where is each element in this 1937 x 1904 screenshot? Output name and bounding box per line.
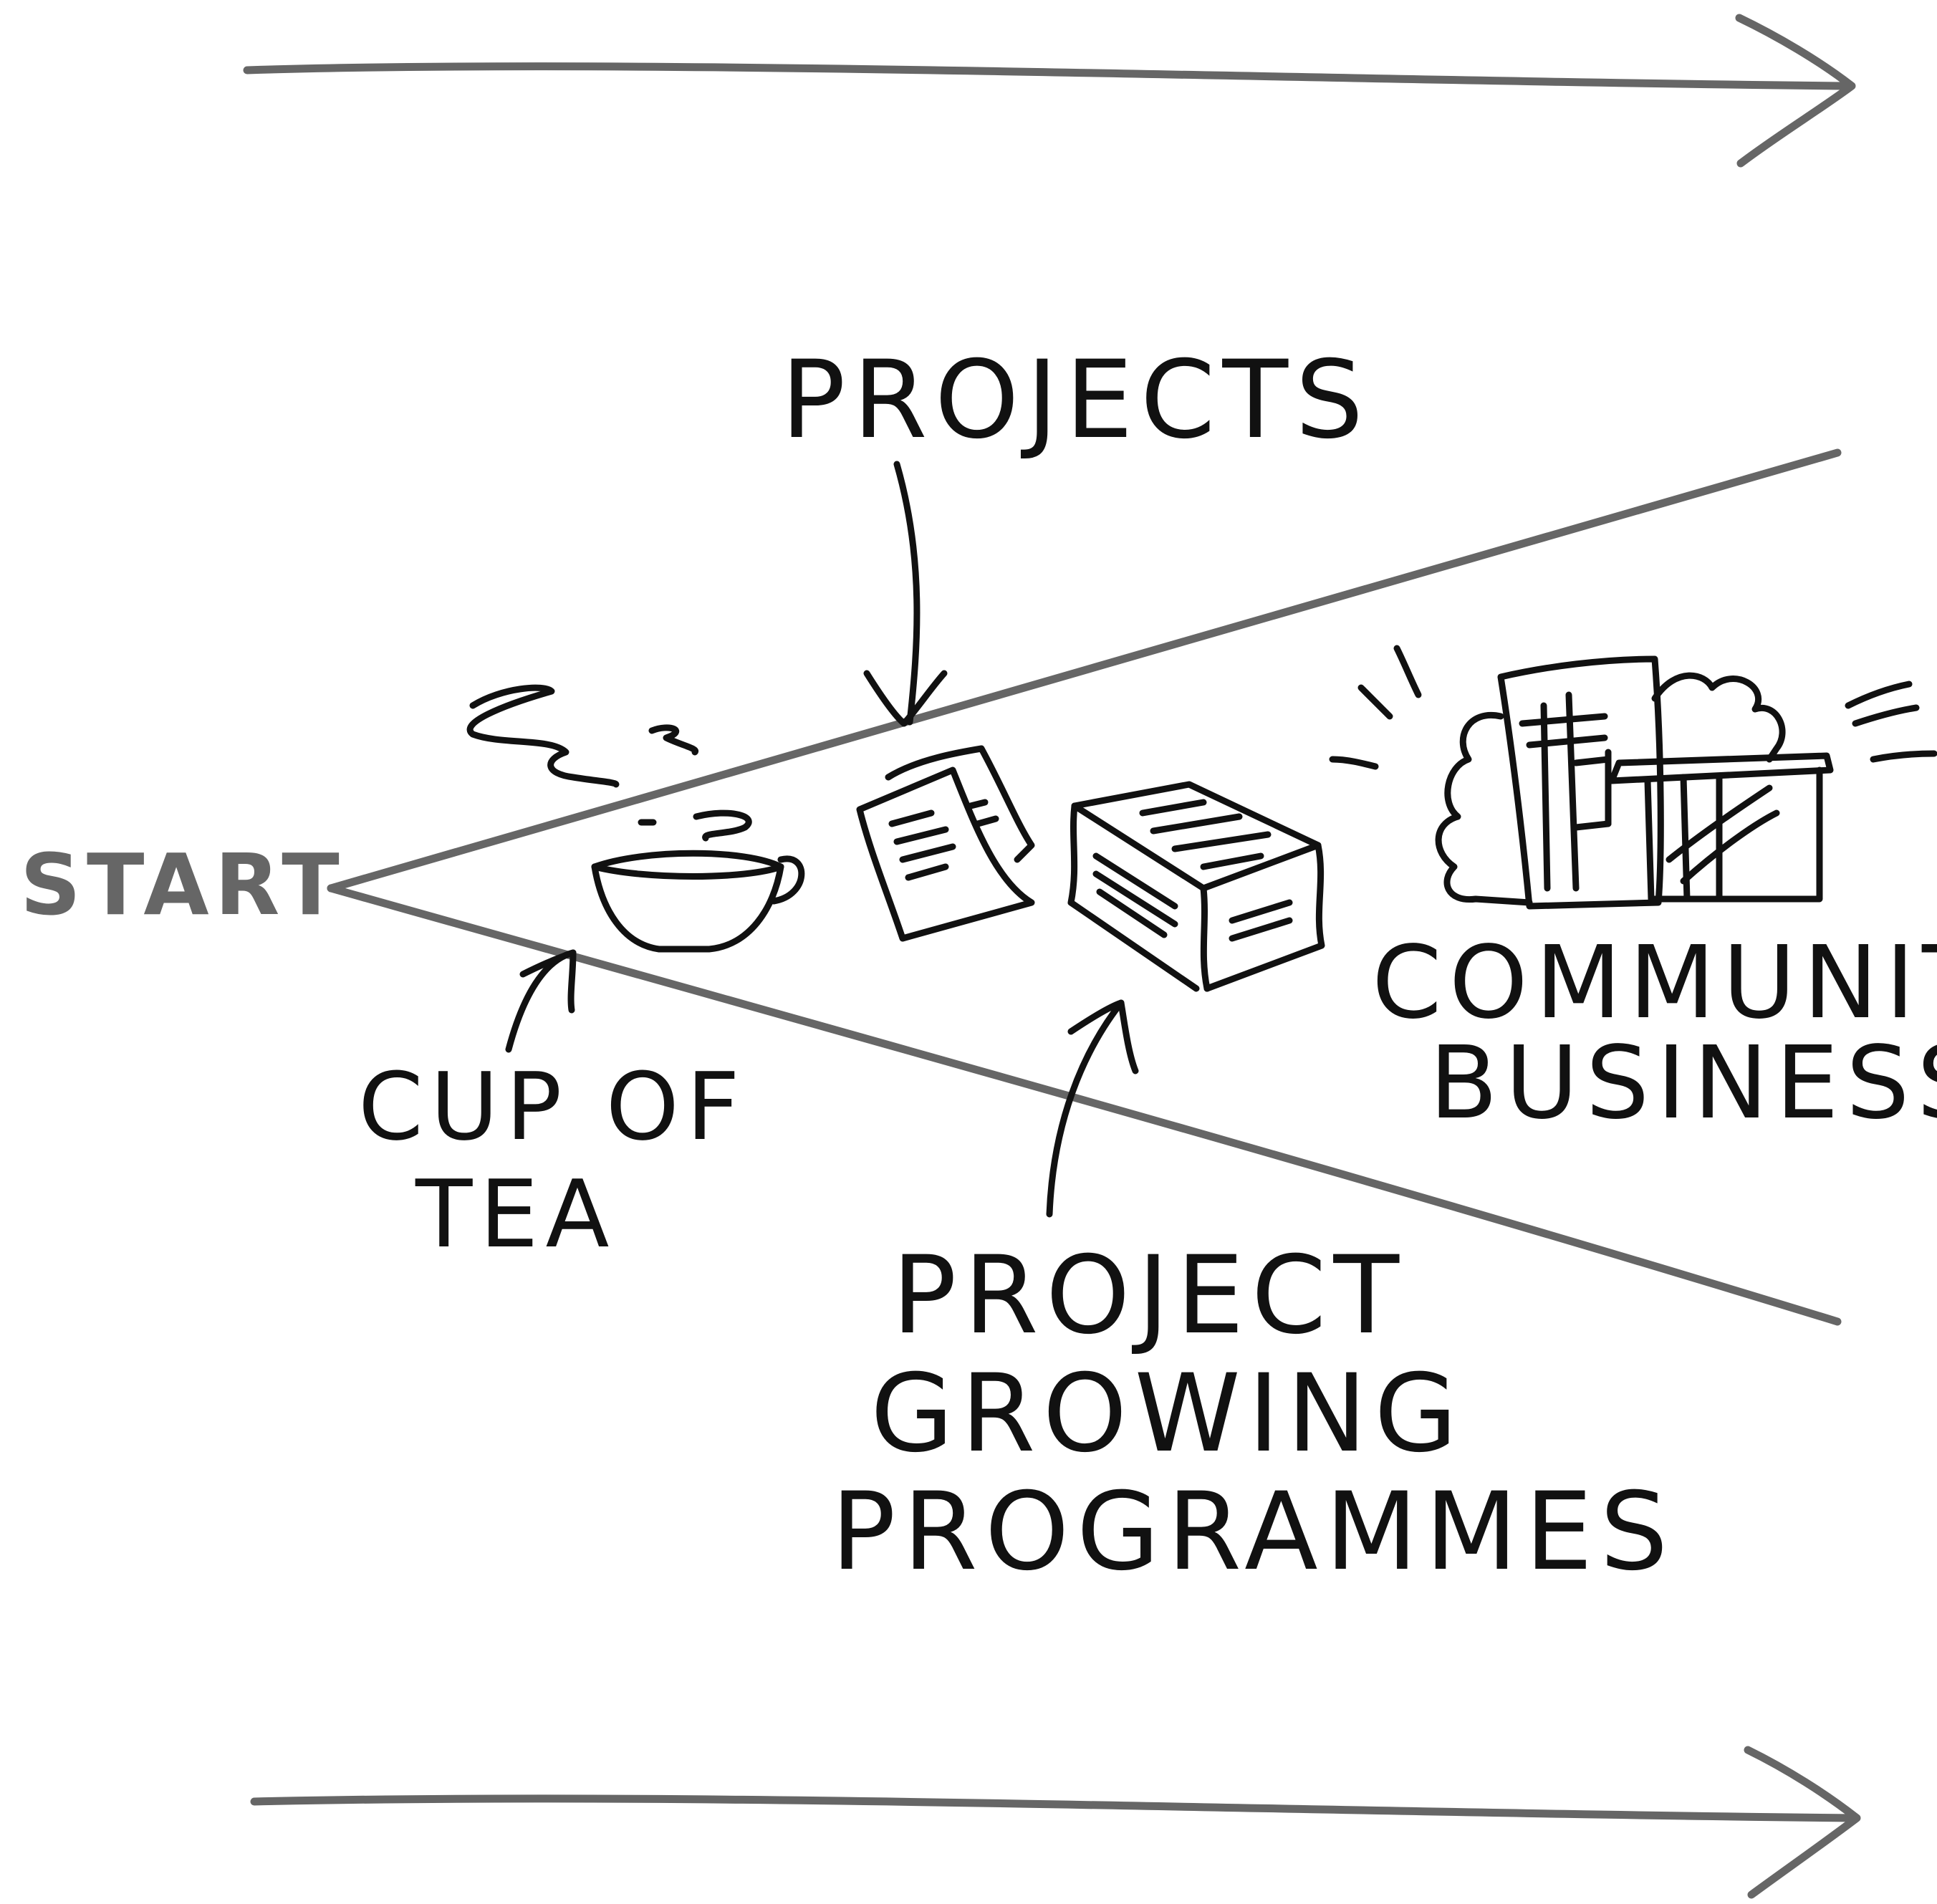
funnel-cone <box>327 448 1842 1326</box>
community-business-label-line1: COMMUNITY <box>1372 925 1937 1042</box>
cup-of-tea-label-line2: TEA <box>415 1160 616 1269</box>
pgp-pointer-arrow <box>1046 999 1139 1218</box>
cup-of-tea-label-line1: CUP OF <box>358 1052 747 1161</box>
paper-stack-icon <box>1067 781 1325 992</box>
buildings-icon <box>1435 655 1834 910</box>
projects-label: PROJECTS <box>781 338 1370 463</box>
teacup-icon <box>466 684 805 953</box>
documents-icon <box>856 745 1035 942</box>
bottom-arrow <box>250 1746 1861 1899</box>
sparkle-marks <box>1329 645 1937 770</box>
top-arrow <box>243 14 1856 168</box>
cup-of-tea-pointer-arrow <box>505 949 577 1053</box>
pgp-label-line3: PROGRAMMES <box>831 1470 1676 1595</box>
pgp-label-line2: GROWING <box>870 1352 1465 1476</box>
start-label: START <box>20 835 345 934</box>
community-business-label-line2: BUSINESS <box>1429 1025 1937 1142</box>
pgp-label-line1: PROJECT <box>892 1234 1406 1358</box>
projects-pointer-arrow <box>863 461 948 727</box>
